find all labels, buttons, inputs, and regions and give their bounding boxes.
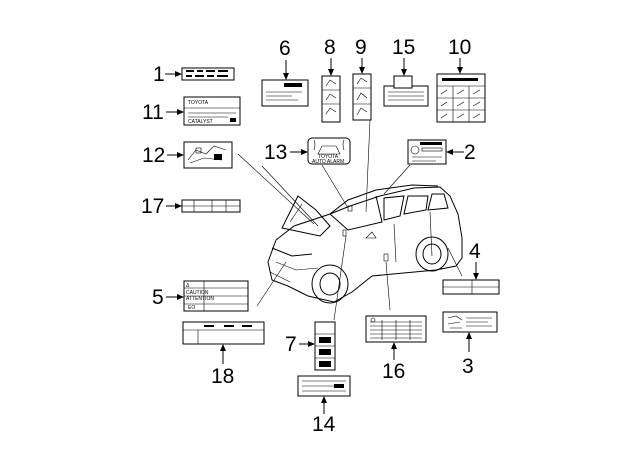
callout-8: 8 bbox=[324, 36, 336, 59]
callout-3: 3 bbox=[462, 355, 474, 378]
callout-14: 14 bbox=[312, 413, 336, 436]
label-12 bbox=[183, 141, 233, 169]
label-11: TOYOTA CATALYST bbox=[183, 96, 241, 126]
label-10 bbox=[436, 73, 486, 123]
label-9 bbox=[352, 73, 372, 121]
callout-17: 17 bbox=[141, 195, 164, 218]
label-5-sign: Δ bbox=[186, 283, 190, 289]
callout-2: 2 bbox=[464, 141, 476, 164]
label-1 bbox=[181, 67, 235, 81]
callout-arrows bbox=[165, 58, 479, 414]
label-11-toyota-text: TOYOTA bbox=[188, 100, 209, 106]
label-16 bbox=[365, 315, 427, 343]
label-5: Δ CAUTION ATTENTION EO bbox=[183, 280, 249, 312]
label-5-attention-text: ATTENTION bbox=[186, 296, 214, 302]
callout-7: 7 bbox=[285, 333, 297, 356]
callout-12: 12 bbox=[142, 144, 165, 167]
callout-5: 5 bbox=[152, 286, 164, 309]
callout-11: 11 bbox=[142, 101, 164, 124]
callout-10: 10 bbox=[448, 36, 471, 59]
callout-4: 4 bbox=[469, 240, 481, 263]
leader-lines bbox=[237, 119, 463, 321]
vehicle-suv-outline bbox=[267, 184, 463, 304]
label-17 bbox=[181, 199, 241, 213]
callout-9: 9 bbox=[355, 36, 367, 59]
label-5-caution-text: CAUTION bbox=[186, 290, 209, 296]
label-2 bbox=[407, 139, 447, 165]
label-11-catalyst-text: CATALYST bbox=[188, 119, 213, 125]
label-13-line1: TOYOTA bbox=[318, 154, 339, 160]
callout-18: 18 bbox=[211, 365, 234, 388]
label-14 bbox=[297, 375, 351, 397]
label-8 bbox=[321, 75, 341, 123]
callout-13: 13 bbox=[264, 141, 287, 164]
callout-15: 15 bbox=[392, 36, 415, 59]
label-13-line2: AUTO ALARM bbox=[312, 159, 344, 165]
callout-6: 6 bbox=[279, 37, 291, 60]
callout-numbers: 1 2 3 4 5 6 7 8 9 15 10 11 12 13 14 16 1… bbox=[141, 36, 481, 436]
label-5-code-text: EO bbox=[188, 305, 195, 311]
label-18 bbox=[182, 321, 265, 345]
label-6 bbox=[261, 79, 309, 107]
label-4 bbox=[442, 279, 500, 295]
label-13: TOYOTA AUTO ALARM bbox=[307, 137, 351, 165]
label-15 bbox=[383, 75, 429, 107]
callout-1: 1 bbox=[153, 63, 165, 86]
callout-16: 16 bbox=[382, 360, 405, 383]
label-3 bbox=[442, 311, 498, 333]
label-7 bbox=[314, 321, 336, 371]
